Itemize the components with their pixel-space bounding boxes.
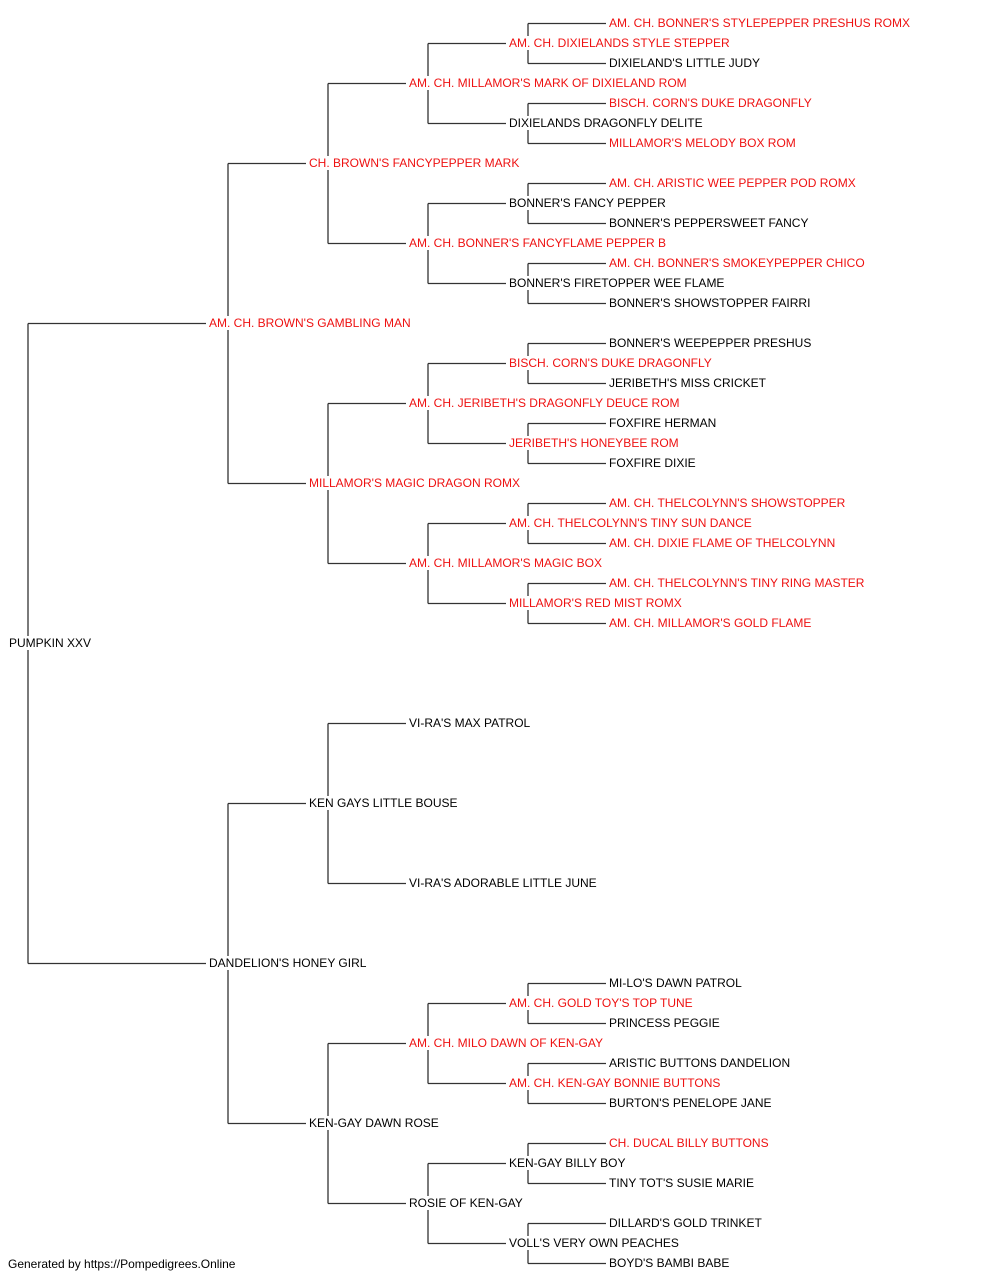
ancestor-name: DILLARD'S GOLD TRINKET bbox=[608, 1216, 763, 1230]
ancestor-name: KEN-GAY DAWN ROSE bbox=[308, 1116, 440, 1130]
ancestor-name: AM. CH. MILO DAWN OF KEN-GAY bbox=[408, 1036, 605, 1050]
ancestor-name: TINY TOT'S SUSIE MARIE bbox=[608, 1176, 755, 1190]
ancestor-name: JERIBETH'S MISS CRICKET bbox=[608, 376, 767, 390]
ancestor-name: VI-RA'S MAX PATROL bbox=[408, 716, 532, 730]
ancestor-name: KEN-GAY BILLY BOY bbox=[508, 1156, 627, 1170]
ancestor-name: BONNER'S PEPPERSWEET FANCY bbox=[608, 216, 810, 230]
ancestor-name: CH. BROWN'S FANCYPEPPER MARK bbox=[308, 156, 521, 170]
ancestor-name: BOYD'S BAMBI BABE bbox=[608, 1256, 731, 1270]
ancestor-name: BONNER'S FIRETOPPER WEE FLAME bbox=[508, 276, 726, 290]
ancestor-name: VI-RA'S ADORABLE LITTLE JUNE bbox=[408, 876, 598, 890]
ancestor-name: DANDELION'S HONEY GIRL bbox=[208, 956, 368, 970]
ancestor-name: VOLL'S VERY OWN PEACHES bbox=[508, 1236, 680, 1250]
ancestor-name: AM. CH. MILLAMOR'S GOLD FLAME bbox=[608, 616, 813, 630]
ancestor-name: AM. CH. BONNER'S STYLEPEPPER PRESHUS ROM… bbox=[608, 16, 912, 30]
ancestor-name: BONNER'S SHOWSTOPPER FAIRRI bbox=[608, 296, 812, 310]
ancestor-name: AM. CH. THELCOLYNN'S SHOWSTOPPER bbox=[608, 496, 847, 510]
footer-credit: Generated by https://Pompedigrees.Online bbox=[8, 1257, 236, 1271]
ancestor-name: AM. CH. BONNER'S FANCYFLAME PEPPER B bbox=[408, 236, 668, 250]
ancestor-name: AM. CH. ARISTIC WEE PEPPER POD ROMX bbox=[608, 176, 857, 190]
ancestor-name: JERIBETH'S HONEYBEE ROM bbox=[508, 436, 680, 450]
ancestor-name: MILLAMOR'S RED MIST ROMX bbox=[508, 596, 683, 610]
ancestor-name: AM. CH. GOLD TOY'S TOP TUNE bbox=[508, 996, 694, 1010]
ancestor-name: MILLAMOR'S MAGIC DRAGON ROMX bbox=[308, 476, 521, 490]
ancestor-name: CH. DUCAL BILLY BUTTONS bbox=[608, 1136, 770, 1150]
ancestor-name: AM. CH. THELCOLYNN'S TINY SUN DANCE bbox=[508, 516, 753, 530]
ancestor-name: AM. CH. MILLAMOR'S MAGIC BOX bbox=[408, 556, 603, 570]
ancestor-name: AM. CH. DIXIE FLAME OF THELCOLYNN bbox=[608, 536, 837, 550]
ancestor-name: DIXIELAND'S LITTLE JUDY bbox=[608, 56, 761, 70]
ancestor-name: AM. CH. BROWN'S GAMBLING MAN bbox=[208, 316, 412, 330]
ancestor-name: AM. CH. DIXIELANDS STYLE STEPPER bbox=[508, 36, 731, 50]
ancestor-name: ROSIE OF KEN-GAY bbox=[408, 1196, 524, 1210]
ancestor-name: AM. CH. BONNER'S SMOKEYPEPPER CHICO bbox=[608, 256, 866, 270]
ancestor-name: KEN GAYS LITTLE BOUSE bbox=[308, 796, 459, 810]
ancestor-name: AM. CH. THELCOLYNN'S TINY RING MASTER bbox=[608, 576, 866, 590]
ancestor-name: BONNER'S FANCY PEPPER bbox=[508, 196, 667, 210]
subject-dog-name: PUMPKIN XXV bbox=[8, 636, 93, 650]
ancestor-name: BURTON'S PENELOPE JANE bbox=[608, 1096, 773, 1110]
ancestor-name: PRINCESS PEGGIE bbox=[608, 1016, 721, 1030]
ancestor-name: MI-LO'S DAWN PATROL bbox=[608, 976, 743, 990]
ancestor-name: DIXIELANDS DRAGONFLY DELITE bbox=[508, 116, 704, 130]
ancestor-name: FOXFIRE DIXIE bbox=[608, 456, 697, 470]
ancestor-name: FOXFIRE HERMAN bbox=[608, 416, 718, 430]
ancestor-name: ARISTIC BUTTONS DANDELION bbox=[608, 1056, 792, 1070]
ancestor-name: AM. CH. MILLAMOR'S MARK OF DIXIELAND ROM bbox=[408, 76, 688, 90]
ancestor-name: MILLAMOR'S MELODY BOX ROM bbox=[608, 136, 797, 150]
ancestor-name: BISCH. CORN'S DUKE DRAGONFLY bbox=[508, 356, 713, 370]
ancestor-name: BISCH. CORN'S DUKE DRAGONFLY bbox=[608, 96, 813, 110]
ancestor-name: BONNER'S WEEPEPPER PRESHUS bbox=[608, 336, 813, 350]
ancestor-name: AM. CH. KEN-GAY BONNIE BUTTONS bbox=[508, 1076, 722, 1090]
ancestor-name: AM. CH. JERIBETH'S DRAGONFLY DEUCE ROM bbox=[408, 396, 681, 410]
